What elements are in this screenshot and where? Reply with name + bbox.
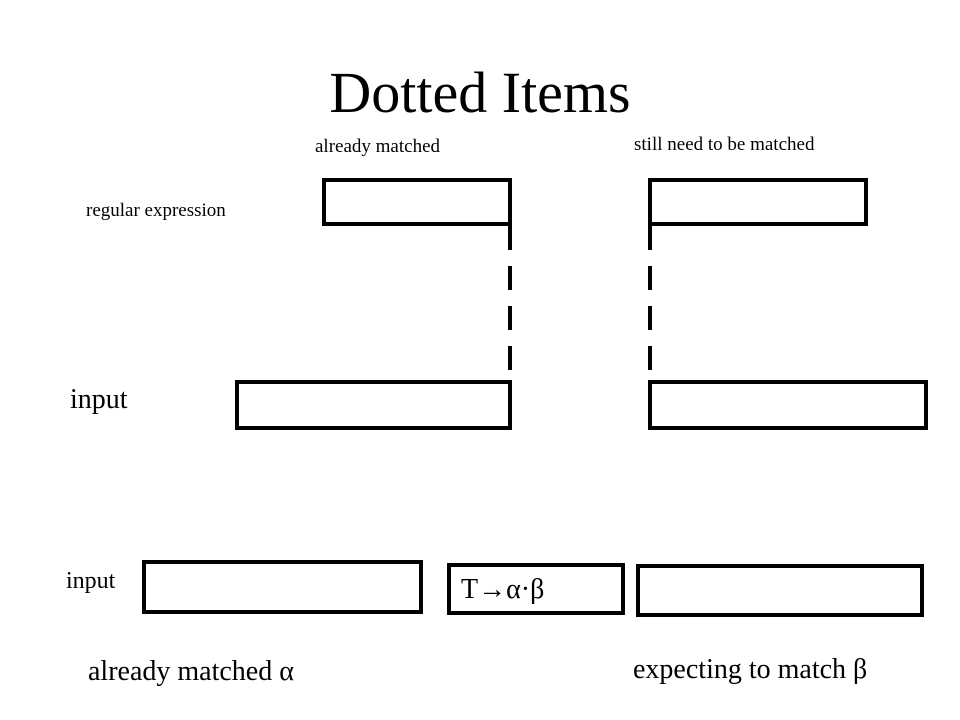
still-need-label: still need to be matched: [634, 134, 815, 155]
left-dashed-connector: [508, 226, 512, 382]
matched-alpha-box: [142, 560, 423, 614]
regular-expression-label: regular expression: [86, 200, 226, 221]
already-matched-alpha-label: already matched α: [88, 656, 294, 687]
input-label-2: input: [66, 568, 116, 594]
dotted-item-box: T→α·β: [447, 563, 625, 615]
expecting-beta-box: [636, 564, 924, 617]
input-label-1: input: [70, 384, 128, 415]
right-dashed-connector: [648, 226, 652, 382]
input-remaining-box: [648, 380, 928, 430]
already-matched-label: already matched: [315, 136, 441, 157]
expecting-beta-label: expecting to match β: [633, 654, 868, 685]
dotted-item-text: T→α·β: [461, 574, 545, 605]
slide-title: Dotted Items: [329, 60, 631, 125]
input-matched-box: [235, 380, 512, 430]
regex-remaining-box: [648, 178, 868, 226]
regex-matched-box: [322, 178, 512, 226]
